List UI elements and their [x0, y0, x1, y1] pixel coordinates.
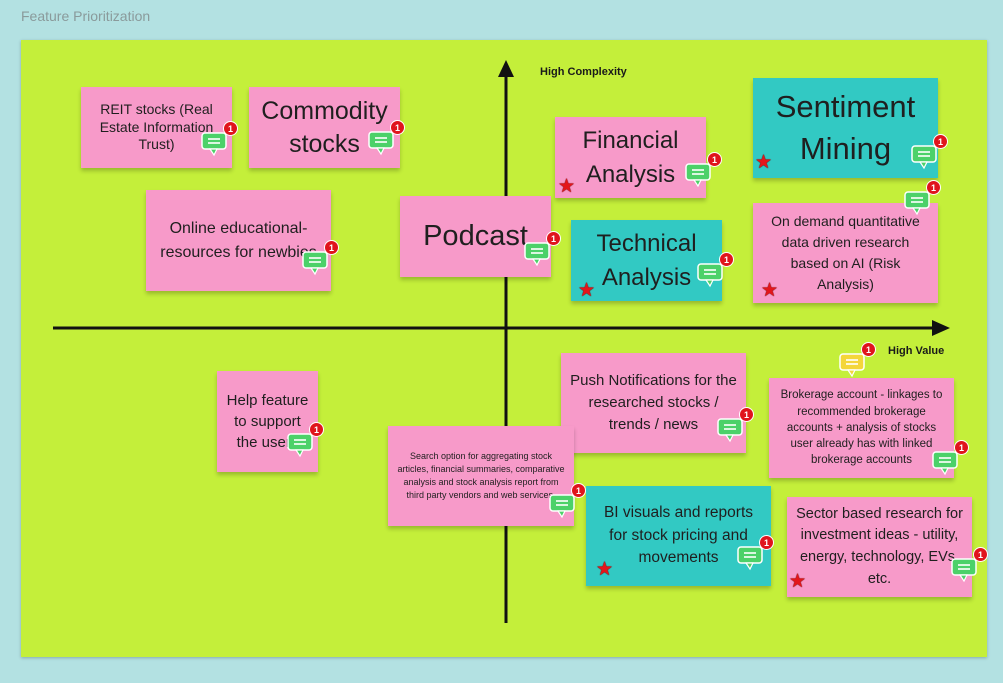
- comment-bubble-push[interactable]: 1: [716, 407, 754, 443]
- axes: [53, 60, 950, 623]
- speech-bubble-icon: [697, 263, 723, 288]
- comment-bubble-bi[interactable]: 1: [736, 535, 774, 571]
- comment-count-badge: 1: [739, 407, 754, 422]
- comment-bubble-sector[interactable]: 1: [950, 547, 988, 583]
- speech-bubble-icon: [717, 418, 743, 443]
- comment-bubble-reit[interactable]: 1: [200, 121, 238, 157]
- comment-count-badge: 1: [707, 152, 722, 167]
- y-axis-arrowhead: [498, 60, 514, 77]
- comment-count-badge: 1: [861, 342, 876, 357]
- comment-bubble-sentiment[interactable]: 1: [910, 134, 948, 170]
- comment-bubble-help[interactable]: 1: [286, 422, 324, 458]
- sticky-note-text: Help feature to support the users: [226, 392, 309, 451]
- speech-bubble-icon: [737, 546, 763, 571]
- sticky-note-education[interactable]: Online educational- resources for newbie…: [146, 190, 331, 291]
- star-icon: ★: [558, 176, 576, 197]
- sticky-note-push[interactable]: Push Notifications for the researched st…: [561, 353, 746, 453]
- sticky-note-commodity[interactable]: Commodity stocks: [249, 87, 400, 168]
- star-icon: ★: [596, 559, 614, 580]
- sticky-note-brokerage[interactable]: Brokerage account - linkages to recommen…: [769, 378, 954, 478]
- star-icon: ★: [578, 280, 596, 301]
- speech-bubble-icon: [932, 451, 958, 476]
- comment-count-badge: 1: [223, 121, 238, 136]
- sticky-note-text: Sentiment Mining: [775, 89, 916, 166]
- comment-bubble-board[interactable]: 1: [838, 342, 876, 378]
- comment-bubble-ondemand[interactable]: 1: [903, 180, 941, 216]
- y-axis-label: High Complexity: [540, 66, 627, 78]
- speech-bubble-icon: [368, 131, 394, 156]
- sticky-note-financial[interactable]: Financial Analysis: [555, 117, 706, 198]
- speech-bubble-icon: [904, 191, 930, 216]
- comment-count-badge: 1: [719, 252, 734, 267]
- comment-bubble-education[interactable]: 1: [301, 240, 339, 276]
- speech-bubble-icon: [839, 353, 865, 378]
- sticky-note-text: Commodity stocks: [261, 97, 388, 158]
- sticky-note-text: Technical Analysis: [596, 230, 697, 291]
- sticky-note-text: Online educational- resources for newbie…: [160, 219, 317, 261]
- star-icon: ★: [755, 152, 773, 173]
- sticky-note-bi[interactable]: BI visuals and reports for stock pricing…: [586, 486, 771, 586]
- x-axis-arrowhead: [932, 320, 950, 336]
- sticky-note-podcast[interactable]: Podcast: [400, 196, 551, 277]
- comment-count-badge: 1: [546, 231, 561, 246]
- comment-bubble-podcast[interactable]: 1: [523, 231, 561, 267]
- speech-bubble-icon: [951, 558, 977, 583]
- comment-bubble-brokerage[interactable]: 1: [931, 440, 969, 476]
- comment-bubble-financial[interactable]: 1: [684, 152, 722, 188]
- speech-bubble-icon: [287, 433, 313, 458]
- comment-count-badge: 1: [309, 422, 324, 437]
- comment-count-badge: 1: [926, 180, 941, 195]
- sticky-note-sentiment[interactable]: Sentiment Mining: [753, 78, 938, 178]
- speech-bubble-icon: [685, 163, 711, 188]
- comment-bubble-commodity[interactable]: 1: [367, 120, 405, 156]
- sticky-note-technical[interactable]: Technical Analysis: [571, 220, 722, 301]
- comment-count-badge: 1: [390, 120, 405, 135]
- star-icon: ★: [761, 280, 779, 301]
- sticky-note-text: REIT stocks (Real Estate Information Tru…: [99, 101, 214, 153]
- sticky-note-text: On demand quantitative data driven resea…: [771, 213, 920, 292]
- sticky-note-reit[interactable]: REIT stocks (Real Estate Information Tru…: [81, 87, 232, 168]
- speech-bubble-icon: [911, 145, 937, 170]
- comment-bubble-technical[interactable]: 1: [696, 252, 734, 288]
- sticky-note-sector[interactable]: Sector based research for investment ide…: [787, 497, 972, 597]
- comment-count-badge: 1: [933, 134, 948, 149]
- speech-bubble-icon: [201, 132, 227, 157]
- speech-bubble-icon: [549, 494, 575, 519]
- comment-count-badge: 1: [324, 240, 339, 255]
- star-icon: ★: [789, 571, 807, 592]
- comment-count-badge: 1: [973, 547, 988, 562]
- comment-bubble-search[interactable]: 1: [548, 483, 586, 519]
- sticky-note-text: Push Notifications for the researched st…: [570, 372, 737, 433]
- speech-bubble-icon: [302, 251, 328, 276]
- x-axis-label: High Value: [888, 345, 945, 357]
- comment-count-badge: 1: [954, 440, 969, 455]
- frame-title[interactable]: Feature Prioritization: [21, 8, 151, 24]
- sticky-note-text: Sector based research for investment ide…: [796, 505, 963, 587]
- prioritization-board[interactable]: High Complexity High Value REIT stocks (…: [21, 40, 988, 657]
- sticky-note-text: Financial Analysis: [582, 127, 679, 188]
- speech-bubble-icon: [524, 242, 550, 267]
- sticky-note-text: BI visuals and reports for stock pricing…: [603, 504, 754, 567]
- comment-count-badge: 1: [571, 483, 586, 498]
- sticky-note-text: Search option for aggregating stock arti…: [397, 450, 565, 501]
- sticky-note-search[interactable]: Search option for aggregating stock arti…: [388, 426, 574, 526]
- comment-count-badge: 1: [759, 535, 774, 550]
- sticky-note-ondemand[interactable]: On demand quantitative data driven resea…: [753, 203, 938, 303]
- sticky-note-text: Podcast: [423, 220, 528, 253]
- sticky-note-help[interactable]: Help feature to support the users: [217, 371, 318, 472]
- sticky-note-text: Brokerage account - linkages to recommen…: [780, 389, 943, 467]
